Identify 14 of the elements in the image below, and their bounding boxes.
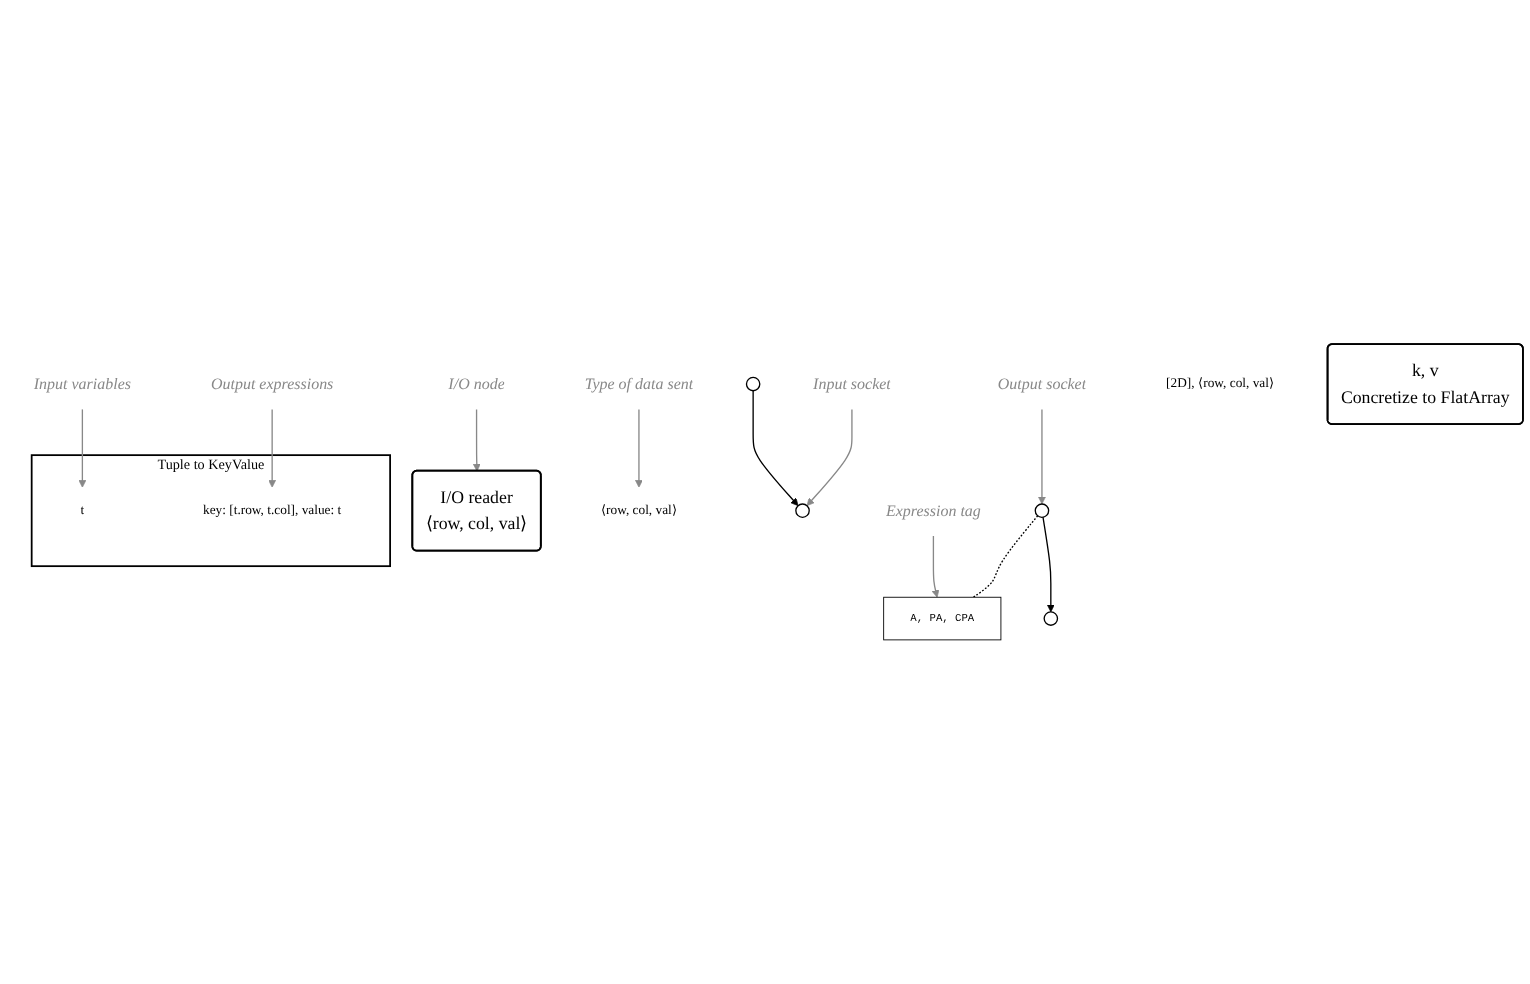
- connector: [972, 515, 1039, 598]
- arrow: [78, 408, 87, 488]
- node-circle: [745, 376, 761, 392]
- arrow: [635, 408, 643, 488]
- arrow: [1038, 408, 1046, 505]
- arrow: [752, 390, 799, 507]
- node-circle: [1034, 503, 1050, 518]
- arrow: [806, 408, 853, 507]
- node-circle: [795, 503, 810, 518]
- arrow: [268, 408, 277, 488]
- arrow: [931, 535, 940, 598]
- node-circle: [1043, 611, 1059, 626]
- arrow: [1042, 516, 1055, 613]
- arrow: [472, 408, 481, 472]
